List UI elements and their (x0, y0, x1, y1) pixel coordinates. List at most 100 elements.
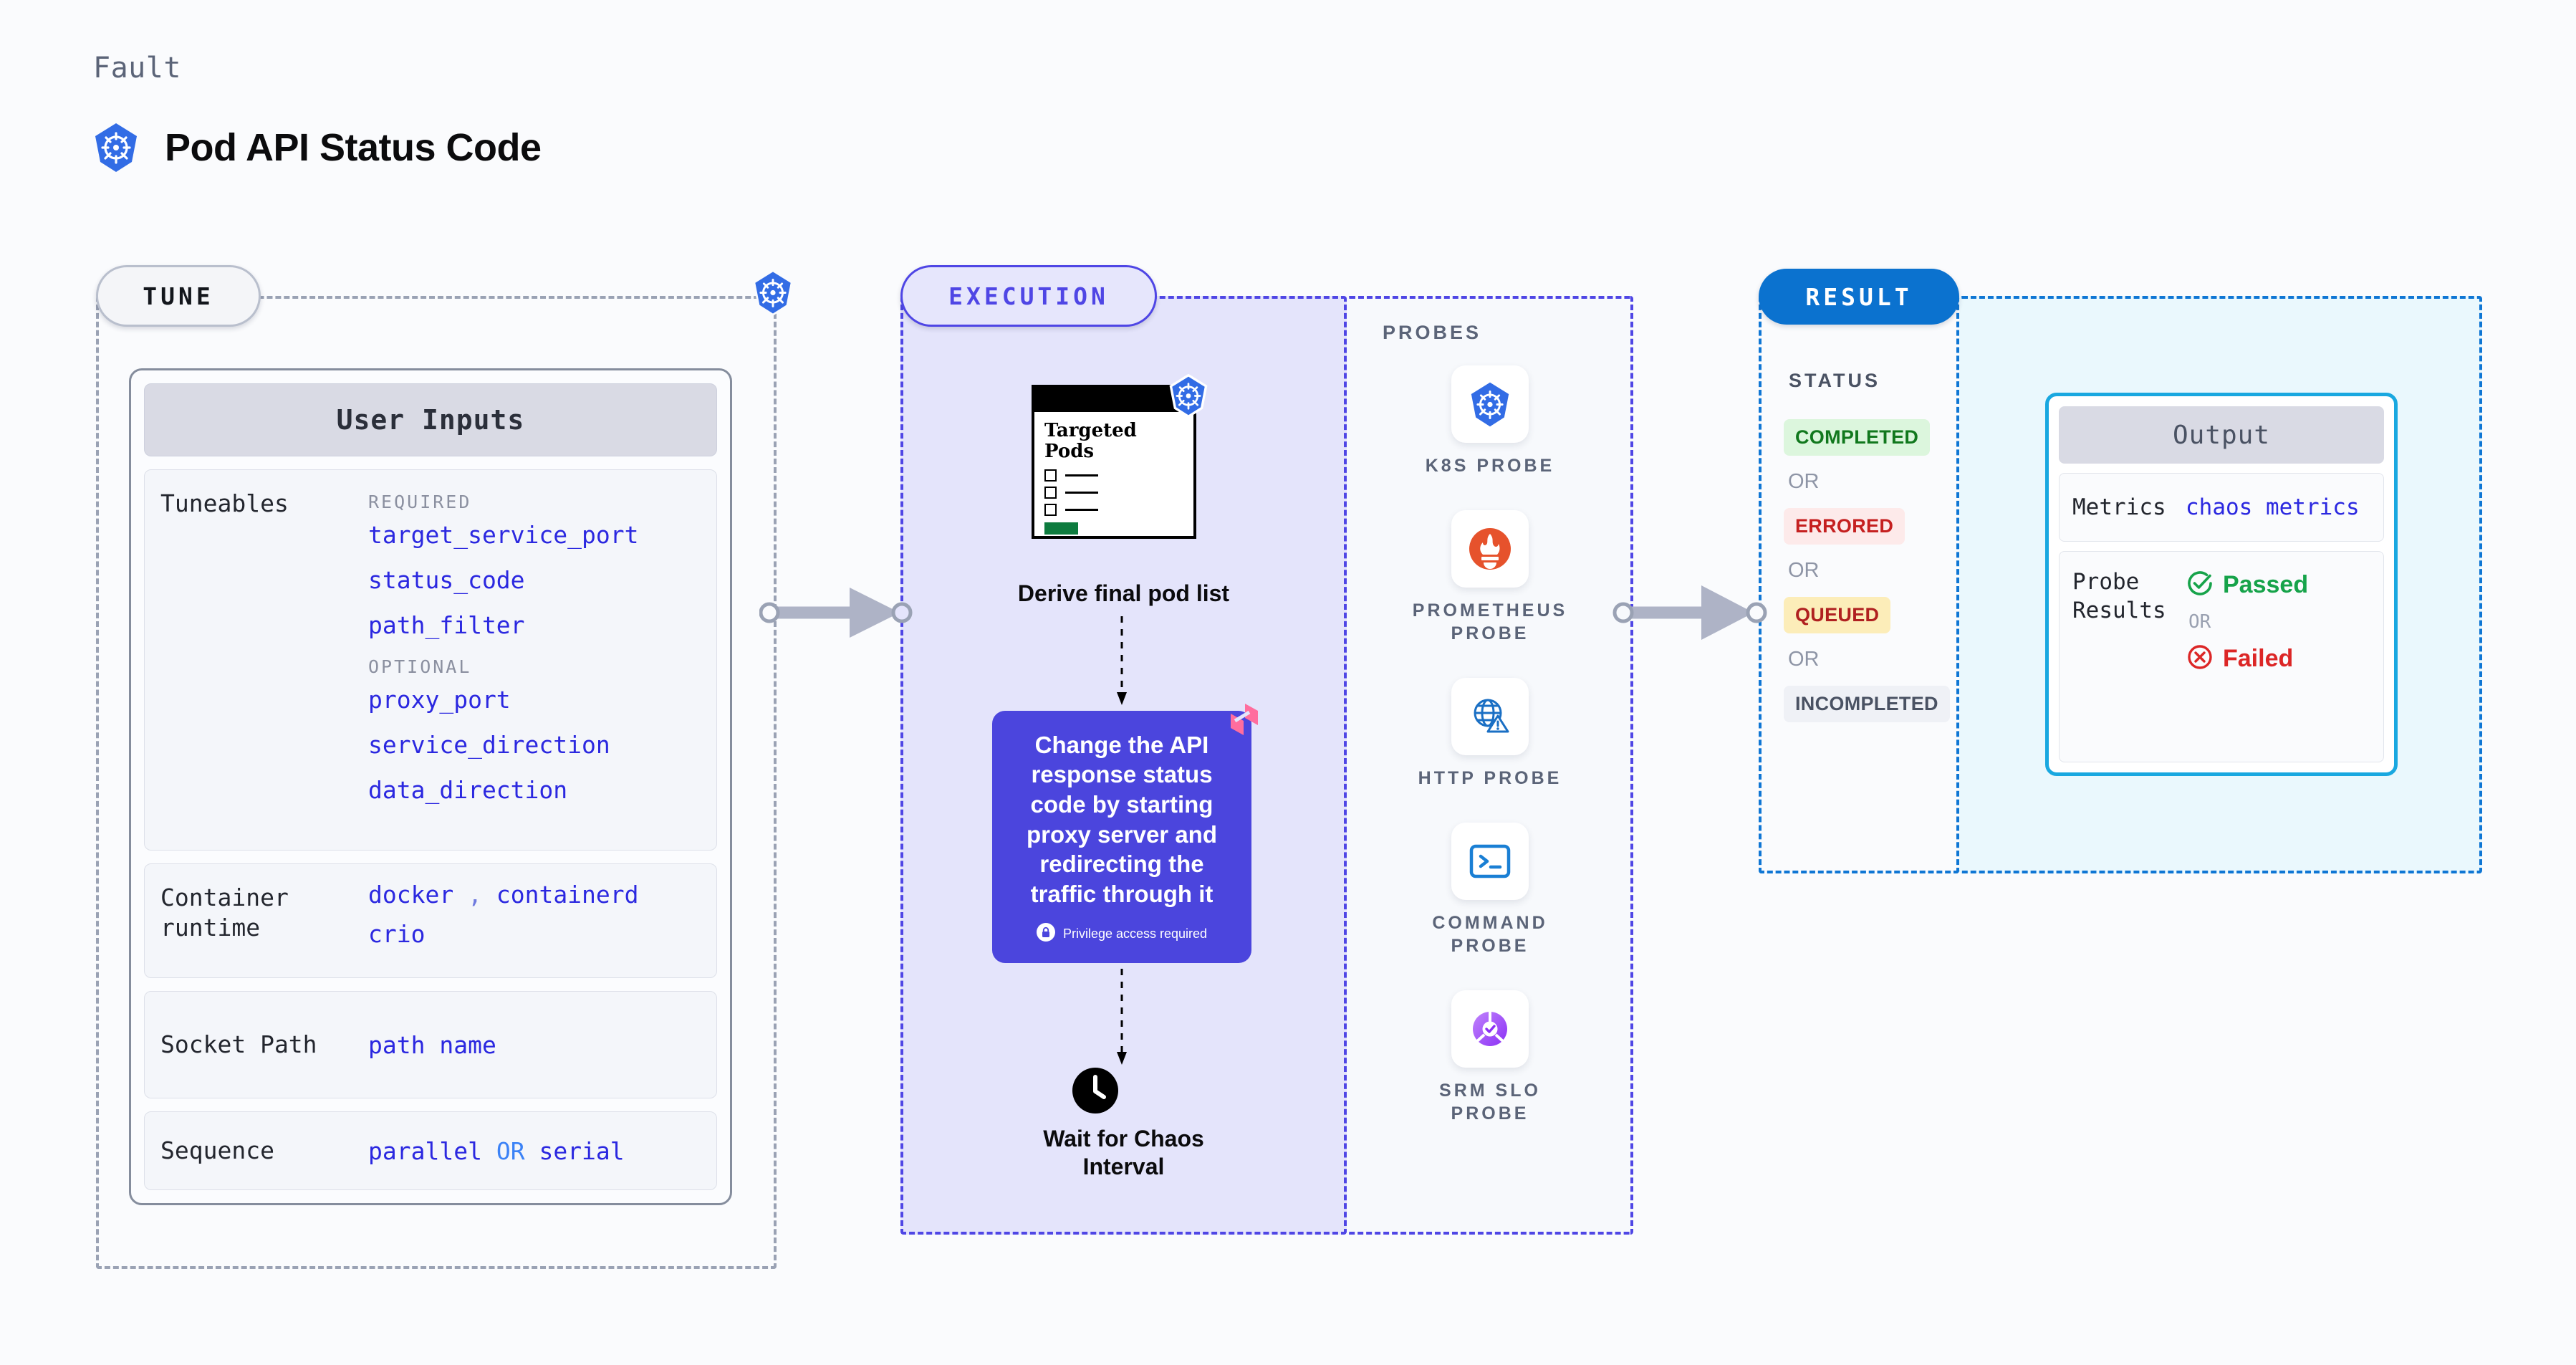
container-runtime-label: Container runtime (160, 883, 289, 942)
probe-name-srm-slo: SRM SLO PROBE (1439, 1081, 1541, 1124)
probe-name-k8s: K8S PROBE (1425, 456, 1555, 476)
pods-line-dash (1065, 492, 1098, 494)
status-badge-incompleted: INCOMPLETED (1784, 686, 1950, 722)
runtime-containerd[interactable]: containerd (496, 881, 639, 909)
lock-icon (1036, 923, 1055, 945)
status-label: STATUS (1789, 370, 1880, 391)
srm-slo-icon (1451, 990, 1529, 1068)
tuneables-category-required: REQUIRED (368, 492, 472, 512)
status-stack: COMPLETED OR ERRORED OR QUEUED OR INCOMP… (1784, 419, 1950, 722)
flow-arrow-derive-to-action (1117, 616, 1127, 705)
probe-passed-text: Passed (2223, 571, 2309, 598)
action-description-card: Change the API response status code by s… (992, 711, 1251, 963)
page-title-row: Pod API Status Code (92, 122, 542, 173)
status-or-1: OR (1788, 470, 1820, 493)
socket-path-label: Socket Path (160, 1030, 317, 1058)
fault-kicker: Fault (93, 52, 181, 85)
output-metrics-row: Metrics chaos metrics (2059, 473, 2384, 542)
status-badge-errored: ERRORED (1784, 508, 1905, 545)
tune-region (96, 296, 777, 1269)
pods-line-dash (1065, 474, 1098, 477)
probe-item-prometheus[interactable]: PROMETHEUS PROBE (1400, 510, 1580, 645)
checkbox-icon (1044, 487, 1057, 499)
probes-list: K8S PROBE PROMETHEUS PROBE (1347, 365, 1633, 1125)
status-or-3: OR (1788, 648, 1820, 671)
derive-pod-list-caption: Derive final pod list (1017, 580, 1230, 606)
container-runtime-row: Container runtime docker , containerd cr… (144, 863, 717, 978)
pods-progress-bar (1044, 522, 1078, 535)
probe-item-http[interactable]: HTTP PROBE (1418, 678, 1562, 790)
pods-checklist-item (1044, 504, 1183, 517)
globe-warning-icon (1451, 678, 1529, 755)
metrics-label: Metrics (2072, 494, 2166, 520)
probe-result-passed: Passed (2186, 569, 2308, 601)
output-card-title: Output (2059, 406, 2384, 464)
result-section-pill[interactable]: RESULT (1759, 269, 1959, 325)
output-card: Output Metrics chaos metrics Probe Resul… (2045, 393, 2398, 776)
check-circle-icon (2186, 569, 2214, 601)
connector-tune-to-execution (759, 588, 913, 638)
privilege-note-text: Privilege access required (1062, 926, 1208, 942)
probes-label: PROBES (1383, 322, 1482, 343)
tuneable-status-code[interactable]: status_code (368, 566, 525, 594)
tuneable-data-direction[interactable]: data_direction (368, 776, 568, 804)
pods-checklist-item (1044, 487, 1183, 499)
probe-item-command[interactable]: COMMAND PROBE (1400, 823, 1580, 957)
tuneables-row: Tuneables REQUIRED target_service_port s… (144, 469, 717, 851)
probe-results-or: OR (2188, 611, 2211, 633)
tuneable-proxy-port[interactable]: proxy_port (368, 686, 511, 714)
terminal-icon (1451, 823, 1529, 900)
tuneable-service-direction[interactable]: service_direction (368, 731, 610, 759)
wait-chaos-interval-caption: Wait for Chaos Interval (900, 1125, 1347, 1181)
runtime-docker[interactable]: docker (368, 881, 454, 909)
probe-results-label: Probe Results (2072, 569, 2166, 624)
socket-path-value[interactable]: path name (368, 1030, 496, 1059)
probe-results-values: Passed OR Failed (2186, 567, 2308, 675)
tuneable-path-filter[interactable]: path_filter (368, 611, 525, 639)
targeted-pods-title-line1: Targeted (1044, 420, 1137, 441)
pods-line-dash (1065, 509, 1098, 512)
probe-item-srm-slo[interactable]: SRM SLO PROBE (1400, 990, 1580, 1125)
status-badge-completed: COMPLETED (1784, 419, 1931, 456)
harness-logo-icon (1218, 699, 1259, 744)
sequence-parallel[interactable]: parallel (368, 1136, 482, 1165)
user-inputs-card: User Inputs Tuneables REQUIRED target_se… (129, 368, 732, 1205)
tuneable-target-service-port[interactable]: target_service_port (368, 521, 639, 549)
kubernetes-icon (1451, 365, 1529, 443)
sequence-values: parallel OR serial (368, 1139, 625, 1163)
probe-failed-text: Failed (2223, 645, 2294, 672)
clock-icon (1071, 1066, 1120, 1119)
checkbox-icon (1044, 469, 1057, 482)
user-inputs-title: User Inputs (144, 383, 717, 456)
sequence-or: OR (496, 1136, 525, 1165)
probe-name-http: HTTP PROBE (1418, 768, 1562, 788)
status-badge-queued: QUEUED (1784, 597, 1891, 633)
x-circle-icon (2186, 643, 2214, 675)
tuneables-list: REQUIRED target_service_port status_code… (368, 489, 639, 821)
sequence-row: Sequence parallel OR serial (144, 1111, 717, 1190)
probes-region (1347, 296, 1633, 1235)
connector-execution-to-result (1613, 585, 1767, 640)
page-title: Pod API Status Code (165, 126, 542, 169)
pods-card-titlebar (1034, 388, 1193, 412)
runtime-separator: , (468, 881, 482, 909)
sequence-serial[interactable]: serial (539, 1136, 625, 1165)
metrics-value[interactable]: chaos metrics (2186, 494, 2360, 520)
wait-caption-line2: Interval (1082, 1154, 1165, 1180)
probe-result-failed: Failed (2186, 643, 2308, 675)
tuneables-label: Tuneables (160, 489, 289, 517)
kubernetes-icon (751, 269, 795, 320)
checkbox-icon (1044, 504, 1057, 517)
wait-caption-line1: Wait for Chaos (1043, 1126, 1204, 1151)
kubernetes-icon (1168, 373, 1209, 421)
flow-arrow-action-to-wait (1117, 969, 1127, 1065)
runtime-values-line-1: docker , containerd (368, 883, 639, 906)
prometheus-icon (1451, 510, 1529, 588)
probe-item-k8s[interactable]: K8S PROBE (1426, 365, 1554, 477)
tune-section-pill[interactable]: TUNE (96, 265, 261, 327)
execution-section-pill[interactable]: EXECUTION (900, 265, 1157, 327)
runtime-crio[interactable]: crio (368, 920, 426, 948)
targeted-pods-card: Targeted Pods (1032, 385, 1196, 539)
tuneables-category-optional: OPTIONAL (368, 656, 472, 677)
